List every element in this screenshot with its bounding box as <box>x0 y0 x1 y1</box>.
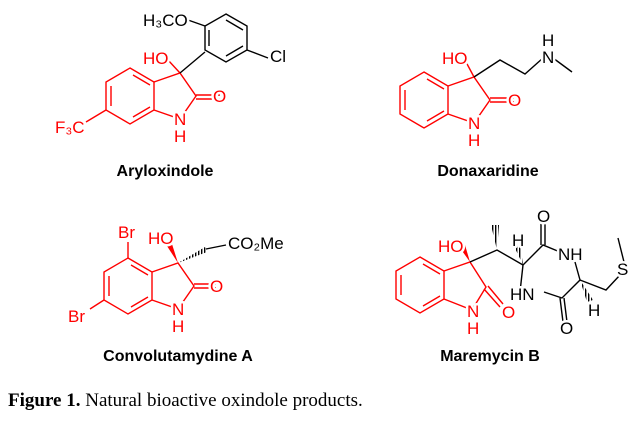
hydroxyl-label: HO <box>438 237 464 256</box>
compound-name: Maremycin B <box>440 348 540 365</box>
figure-label: Figure 1. <box>8 390 81 411</box>
figure-caption: Figure 1. Natural bioactive oxindole pro… <box>8 390 363 412</box>
molecule-maremycin-b: HO O N H H O NH HN O H S Maremycin B <box>395 205 631 365</box>
molecule-donaxaridine: HO O N H N H Donaxaridine <box>399 29 573 180</box>
molecule-aryloxindole: HO O N H F₃C H₃CO Cl Aryloxindole <box>53 9 289 181</box>
chlorine-label: Cl <box>270 47 286 66</box>
amide-nh-label: NH <box>558 245 583 264</box>
bromine-label: Br <box>118 223 135 242</box>
carbonyl-oxygen-label: O <box>210 277 223 296</box>
hydroxyl-label: HO <box>442 49 468 68</box>
nitrogen-label: N <box>467 302 479 321</box>
nitrogen-label: N <box>468 114 480 133</box>
methoxy-label: H₃CO <box>143 11 188 30</box>
hydroxyl-label: HO <box>148 229 174 248</box>
molecule-convolutamydine-a: HO O N H Br Br CO₂Me Convolutamydine A <box>66 221 287 366</box>
compound-name: Convolutamydine A <box>103 348 253 365</box>
nh-hydrogen-label: H <box>467 319 479 338</box>
alpha-hydrogen-label: H <box>512 231 524 250</box>
top-carbonyl-oxygen-label: O <box>537 207 550 226</box>
amide-hn-label: HN <box>510 285 535 304</box>
methyl-ester-label: CO₂Me <box>228 234 284 253</box>
nh-hydrogen-label: H <box>172 317 184 336</box>
nh-hydrogen-label: H <box>468 131 480 150</box>
compound-name: Aryloxindole <box>117 163 214 180</box>
sulfur-label: S <box>617 260 628 279</box>
carbonyl-oxygen-label: O <box>508 91 521 110</box>
caption-text: Natural bioactive oxindole products. <box>80 390 363 411</box>
bromine-label: Br <box>68 307 85 326</box>
bottom-carbonyl-oxygen-label: O <box>560 319 573 338</box>
carbonyl-oxygen-label: O <box>502 303 515 322</box>
hydroxyl-label: HO <box>143 49 169 68</box>
nh-hydrogen-label: H <box>174 127 186 146</box>
carbonyl-oxygen-label: O <box>213 87 226 106</box>
beta-hydrogen-label: H <box>588 301 600 320</box>
amine-hydrogen-label: H <box>542 31 554 50</box>
nitrogen-label: N <box>172 300 184 319</box>
nitrogen-label: N <box>174 110 186 129</box>
compound-name: Donaxaridine <box>437 163 538 180</box>
amine-nitrogen-label: N <box>542 48 554 67</box>
trifluoromethyl-label: F₃C <box>55 118 85 137</box>
